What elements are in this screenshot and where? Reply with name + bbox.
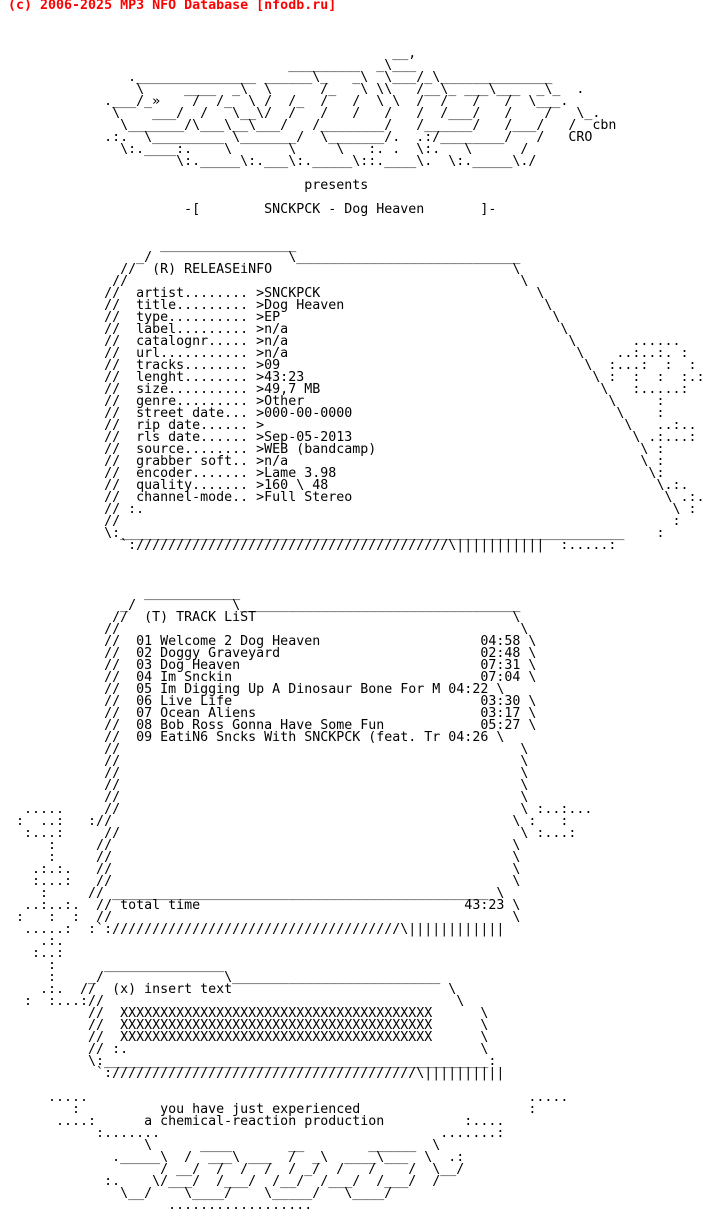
copyright-header: (c) 2006-2025 MP3 NFO Database [nfodb.ru… (8, 0, 337, 13)
nfo-body: __, _________ _\___ ._______________ ___… (16, 46, 704, 1213)
nfo-document: (c) 2006-2025 MP3 NFO Database [nfodb.ru… (8, 0, 704, 1212)
